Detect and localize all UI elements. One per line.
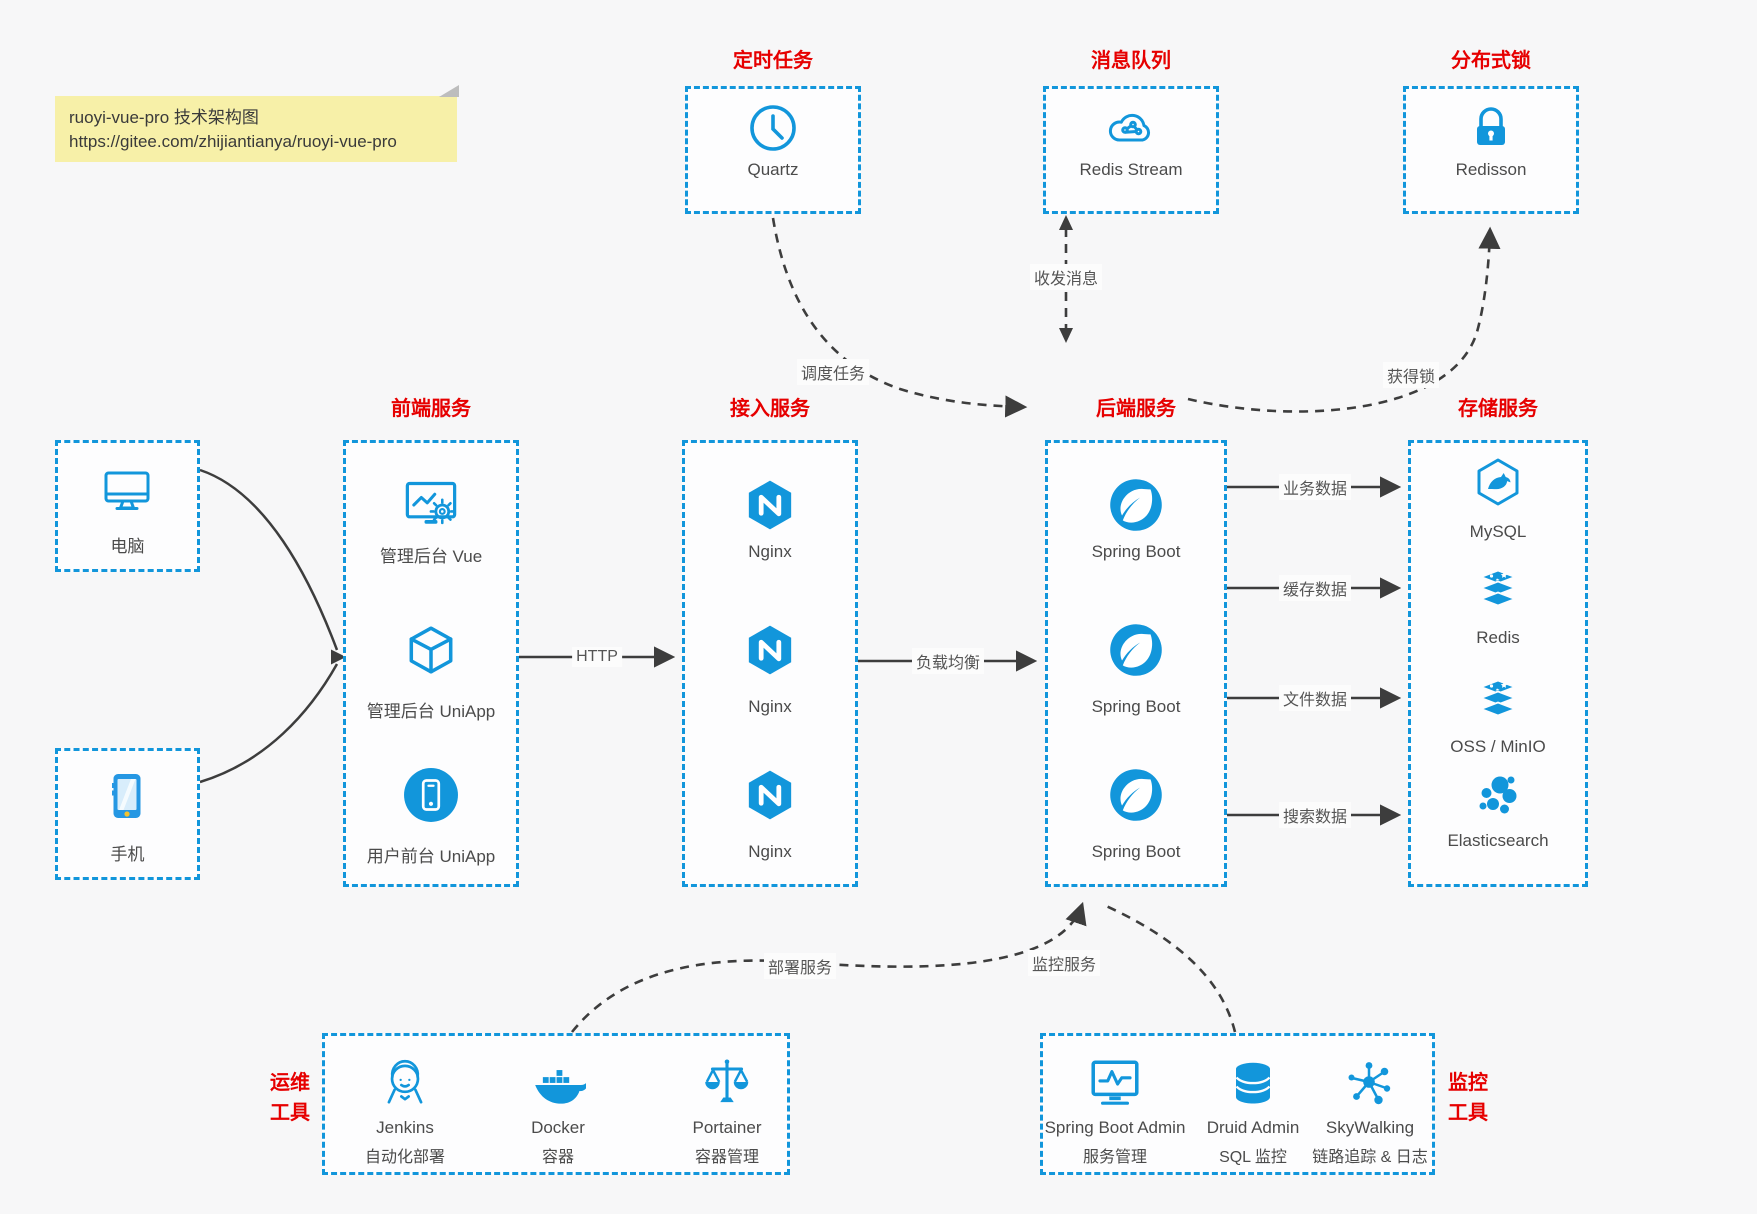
edge-label-schedule: 调度任务 (796, 359, 870, 385)
edge-label-cache-data: 缓存数据 (1278, 575, 1352, 601)
edge-label-balance: 负载均衡 (911, 648, 985, 674)
nginx-icon (742, 767, 798, 823)
note-title: ruoyi-vue-pro 技术架构图 (69, 108, 259, 127)
admin-vue-label: 管理后台 Vue (379, 547, 483, 566)
edge-label-lock: 获得锁 (1382, 362, 1440, 388)
mysql-icon (1471, 455, 1525, 509)
docker-label: Docker (531, 1118, 585, 1137)
storage-services-box (1408, 440, 1588, 887)
redis-stream-label: Redis Stream (1079, 160, 1183, 179)
frontend-services-title: 前端服务 (391, 398, 471, 420)
spring-boot-icon (1107, 476, 1165, 534)
portainer-sublabel: 容器管理 (694, 1149, 759, 1166)
docker-sublabel: 容器 (541, 1149, 574, 1166)
computer-box (55, 440, 200, 572)
computer-icon (100, 463, 154, 517)
message-arrowheads (1059, 215, 1073, 343)
user-app-icon (403, 767, 459, 823)
nginx-icon (742, 622, 798, 678)
phone-label: 手机 (110, 845, 145, 864)
edge-label-file-data: 文件数据 (1278, 685, 1352, 711)
ops-tools-title: 运维 工具 (270, 1072, 310, 1124)
edge-monitor-service (1103, 903, 1237, 1033)
message-queue-title: 消息队列 (1091, 50, 1171, 72)
gateway-services-title: 接入服务 (730, 398, 810, 420)
skywalking-sublabel: 链路追踪 & 日志 (1312, 1149, 1428, 1166)
spring-boot-admin-sublabel: 服务管理 (1082, 1149, 1147, 1166)
druid-admin-sublabel: SQL 监控 (1219, 1149, 1287, 1166)
jenkins-icon (377, 1055, 433, 1111)
edge-label-http: HTTP (572, 647, 622, 667)
spring-boot-label: Spring Boot (1091, 542, 1181, 561)
arrowhead-down (1059, 328, 1073, 343)
jenkins-label: Jenkins (376, 1118, 434, 1137)
mysql-label: MySQL (1469, 522, 1527, 541)
computer-label: 电脑 (110, 537, 145, 556)
elasticsearch-icon (1471, 768, 1525, 822)
backend-services-title: 后端服务 (1096, 398, 1176, 420)
monitoring-tools-title: 监控 工具 (1448, 1072, 1488, 1124)
user-uniapp-label: 用户前台 UniApp (366, 847, 496, 866)
edge-computer-to-frontend (199, 468, 339, 651)
druid-database-icon (1226, 1056, 1280, 1110)
oss-minio-icon (1471, 673, 1525, 727)
spring-boot-admin-icon (1087, 1055, 1143, 1111)
sticky-note: ruoyi-vue-pro 技术架构图 https://gitee.com/zh… (55, 85, 459, 162)
nginx-label: Nginx (748, 697, 792, 716)
quartz-label: Quartz (747, 160, 799, 179)
edge-schedule-task (771, 217, 1028, 418)
spring-boot-icon (1107, 766, 1165, 824)
phone-icon (100, 769, 154, 823)
uniapp-cube-icon (403, 622, 459, 678)
skywalking-icon (1343, 1056, 1397, 1110)
edge-label-message: 收发消息 (1029, 264, 1103, 290)
druid-admin-label: Druid Admin (1206, 1118, 1300, 1137)
scheduled-tasks-title: 定时任务 (733, 50, 813, 72)
portainer-label: Portainer (692, 1118, 762, 1137)
nginx-icon (742, 477, 798, 533)
spring-boot-label: Spring Boot (1091, 842, 1181, 861)
edge-label-search-data: 搜索数据 (1278, 802, 1352, 828)
elasticsearch-label: Elasticsearch (1447, 831, 1549, 850)
clock-icon (746, 101, 800, 155)
oss-minio-label: OSS / MinIO (1450, 737, 1546, 756)
lock-icon (1464, 101, 1518, 155)
spring-boot-admin-label: Spring Boot Admin (1044, 1118, 1186, 1137)
docker-icon (530, 1057, 586, 1113)
nginx-label: Nginx (748, 542, 792, 561)
edge-label-business-data: 业务数据 (1278, 474, 1352, 500)
portainer-icon (699, 1055, 755, 1111)
admin-vue-icon (402, 476, 460, 534)
arrowhead-up (1059, 215, 1073, 230)
note-url: https://gitee.com/zhijiantianya/ruoyi-vu… (69, 132, 397, 151)
edge-acquire-lock (1187, 226, 1501, 413)
arrowhead-into-frontend (331, 649, 346, 665)
spring-boot-icon (1107, 621, 1165, 679)
redis-label: Redis (1476, 628, 1520, 647)
admin-uniapp-label: 管理后台 UniApp (366, 702, 496, 721)
nginx-label: Nginx (748, 842, 792, 861)
spring-boot-label: Spring Boot (1091, 697, 1181, 716)
message-queue-box (1043, 86, 1219, 214)
note-fold-corner (439, 85, 459, 97)
distributed-lock-title: 分布式锁 (1451, 50, 1531, 72)
edge-phone-to-frontend (199, 663, 339, 784)
edge-label-monitor: 监控服务 (1027, 950, 1101, 976)
redis-icon (1471, 563, 1525, 617)
skywalking-label: SkyWalking (1325, 1118, 1415, 1137)
edge-label-deploy: 部署服务 (763, 953, 837, 979)
cloud-network-icon (1104, 102, 1158, 156)
jenkins-sublabel: 自动化部署 (364, 1149, 445, 1166)
storage-services-title: 存储服务 (1458, 398, 1538, 420)
ops-tools-box (322, 1033, 790, 1175)
redisson-label: Redisson (1455, 160, 1527, 179)
